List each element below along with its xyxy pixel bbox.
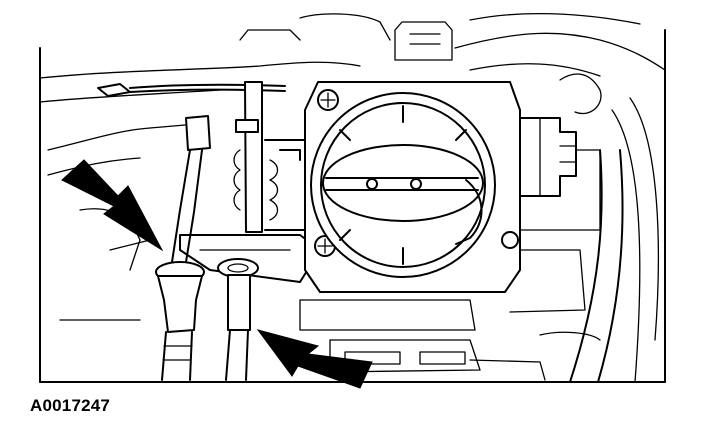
- throttle-position-sensor: [519, 117, 577, 197]
- throttle-cable: [97, 83, 286, 97]
- cable-bracket: [179, 81, 321, 283]
- left-cable-assembly: [155, 115, 211, 381]
- engine-background: [39, 12, 666, 383]
- throttle-plate: [322, 144, 484, 245]
- callout-arrow-icon: [61, 159, 164, 252]
- center-cable-assembly: [217, 258, 259, 381]
- callout-arrow-icon: [256, 329, 373, 389]
- figure-id-label: A0017247: [30, 396, 111, 415]
